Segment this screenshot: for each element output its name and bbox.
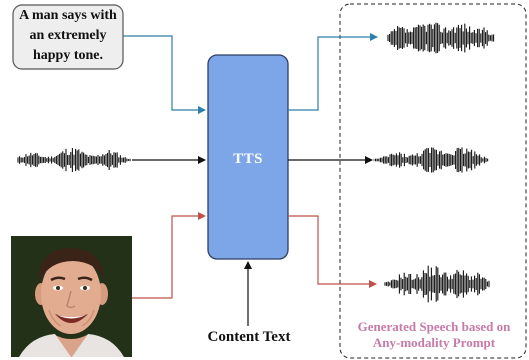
output-caption: Generated Speech based on Any-modality P… xyxy=(341,319,527,351)
output-dashed-box xyxy=(339,3,527,359)
output-arrow-top xyxy=(288,33,378,111)
tts-label: TTS xyxy=(233,151,263,167)
output-waveform-bottom-icon xyxy=(384,265,490,303)
text-prompt: A man says with an extremely happy tone. xyxy=(13,6,123,66)
output-waveform-top-icon xyxy=(387,22,495,54)
face-photo xyxy=(11,236,132,357)
text-prompt-line-2: an extremely xyxy=(29,28,107,43)
text-prompt-line-3: happy tone. xyxy=(32,48,104,63)
image-prompt-arrow xyxy=(132,212,206,299)
text-prompt-arrow xyxy=(123,35,206,114)
content-text-label: Content Text xyxy=(207,329,291,345)
text-prompt-box xyxy=(12,4,124,70)
output-caption-line-1: Generated Speech based on xyxy=(357,319,511,334)
output-waveform-middle-icon xyxy=(373,147,489,173)
output-arrow-bottom xyxy=(288,215,377,288)
input-audio-waveform-icon xyxy=(17,148,131,172)
output-caption-line-2: Any-modality Prompt xyxy=(372,335,496,350)
text-prompt-line-1: A man says with xyxy=(19,8,117,23)
tts-block xyxy=(207,54,289,260)
